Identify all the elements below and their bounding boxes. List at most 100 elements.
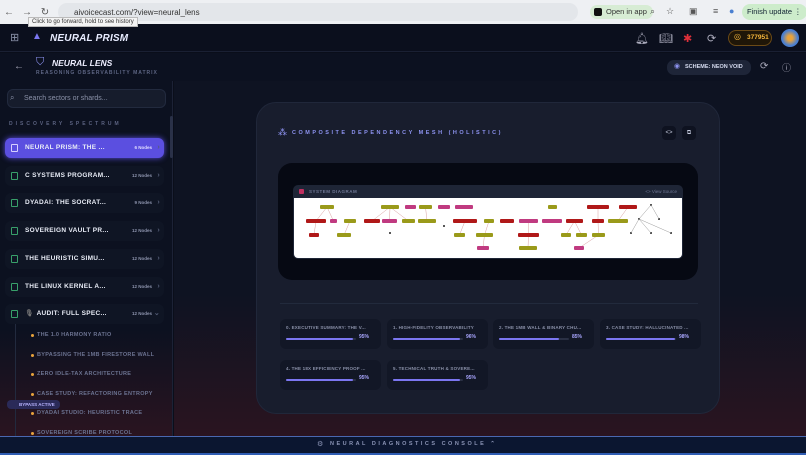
diagram-edge xyxy=(527,234,529,249)
back-arrow-icon[interactable]: ← xyxy=(14,61,24,72)
sidebar-subitem[interactable]: ZERO IDLE-TAX ARCHITECTURE xyxy=(30,371,132,378)
avatar[interactable] xyxy=(781,29,799,47)
diagram-node xyxy=(542,219,562,223)
diagram-edge xyxy=(638,218,652,234)
diagram-title: SYSTEM DIAGRAM xyxy=(293,185,683,198)
grid-menu-icon[interactable]: ⊞ xyxy=(10,32,20,44)
diagram-node xyxy=(519,219,538,223)
diagram-node xyxy=(561,233,571,237)
shard-percent: 98% xyxy=(678,334,689,340)
diagram-node xyxy=(306,219,326,223)
sidebar-item-label: AUDIT: FULL SPEC... xyxy=(36,310,107,318)
diagram-edge xyxy=(389,206,409,222)
code-button[interactable]: <> xyxy=(662,126,676,140)
shard-card[interactable]: 2. THE 1MB WALL & BINARY CHU... 85% xyxy=(493,319,594,349)
node-count: 6 Nodes xyxy=(134,145,152,150)
shard-card[interactable]: 3. CASE STUDY: HALLUCINATED ... 98% xyxy=(600,319,701,349)
diagram-node xyxy=(484,219,494,223)
sidebar-item[interactable]: THE LINUX KERNEL A...12 Nodes› xyxy=(5,276,164,297)
diagram-edge xyxy=(565,220,575,236)
reload-icon[interactable]: ↻ xyxy=(40,6,50,18)
profile-icon[interactable]: ● xyxy=(729,6,735,16)
diagram-edge xyxy=(574,220,582,236)
diagram-edge xyxy=(459,220,466,236)
sidebar-item[interactable]: NEURAL PRISM: THE ... 6 Nodes › xyxy=(5,138,164,158)
sidebar-item[interactable]: 🎙︎AUDIT: FULL SPEC...12 Nodes⌄ xyxy=(5,304,164,325)
progress-fill xyxy=(606,338,675,340)
forward-icon[interactable]: → xyxy=(22,6,32,18)
bell-icon[interactable]: 🔔︎ xyxy=(635,33,649,45)
shard-title: 1. HIGH-FIDELITY OBSERVABILITY xyxy=(393,325,475,330)
book-icon[interactable]: 📖︎ xyxy=(659,33,673,45)
refresh-icon[interactable]: ⟳ xyxy=(760,61,769,72)
extensions-icon[interactable]: ≡ xyxy=(713,6,719,16)
diagram-node xyxy=(587,205,609,209)
shard-card[interactable]: 5. TECHNICAL TRUTH & SOVERE... 95% xyxy=(387,360,488,390)
sidebar-subitem[interactable]: DYADAI STUDIO: HEURISTIC TRACE xyxy=(30,410,143,417)
shard-percent: 95% xyxy=(358,334,369,340)
diagram-node xyxy=(518,233,539,237)
coin-balance[interactable]: 377951 xyxy=(728,30,772,46)
tooltip: Click to go forward, hold to see history xyxy=(28,17,138,27)
console-label: NEURAL DIAGNOSTICS CONSOLE ⌃ xyxy=(330,441,498,447)
app-name: NEURAL PRISM xyxy=(50,33,129,44)
sidebar-item-label: THE LINUX KERNEL A... xyxy=(25,282,106,290)
finish-update-button[interactable]: Finish update ⋮ xyxy=(742,4,806,20)
address-bar[interactable]: aivoicecast.com/?view=neural_lens xyxy=(58,3,578,21)
chevron-right-icon: › xyxy=(157,144,160,151)
shard-card[interactable]: 1. HIGH-FIDELITY OBSERVABILITY 96% xyxy=(387,319,488,349)
diagram-point xyxy=(443,225,445,227)
progress-bar xyxy=(286,338,356,340)
zoom-icon[interactable]: ⌕ xyxy=(650,6,656,16)
search-input[interactable]: Search sectors or shards... xyxy=(7,89,166,108)
shard-title: 5. TECHNICAL TRUTH & SOVERE... xyxy=(393,366,475,371)
tree-line xyxy=(15,324,16,436)
chevron-right-icon: › xyxy=(157,282,160,290)
sidebar-subitem[interactable]: THE 1.0 HARMONY RATIO xyxy=(31,332,112,338)
diagram-edge xyxy=(597,220,599,236)
view-source-link[interactable]: <> View Source xyxy=(645,189,677,194)
shard-title: 4. THE 18X EFFICIENCY PROOF ... xyxy=(286,366,366,371)
back-icon[interactable]: ← xyxy=(4,6,14,18)
bug-icon[interactable]: ✱ xyxy=(683,33,693,45)
document-icon xyxy=(11,282,18,291)
sidebar-item-label: NEURAL PRISM: THE ... xyxy=(25,144,105,151)
progress-fill xyxy=(286,338,353,340)
sidebar-item[interactable]: C SYSTEMS PROGRAM...12 Nodes› xyxy=(5,165,164,186)
node-count: 12 Nodes xyxy=(131,311,152,317)
chevron-right-icon: › xyxy=(157,227,160,235)
diagram-edge xyxy=(343,220,351,236)
shard-card[interactable]: 4. THE 18X EFFICIENCY PROOF ... 95% xyxy=(280,360,381,390)
scheme-button[interactable]: SCHEME: NEON VOID xyxy=(667,60,751,75)
open-in-app-button[interactable]: Open in app xyxy=(590,5,653,19)
sidebar-subitem[interactable]: SOVEREIGN SCRIBE PROTOCOL xyxy=(30,430,133,436)
sidebar-scrollbar[interactable] xyxy=(170,116,173,158)
node-count: 12 Nodes xyxy=(131,255,152,261)
shard-card[interactable]: 0. EXECUTIVE SUMMARY: THE V... 95% xyxy=(280,319,381,349)
diagram-edge xyxy=(313,220,317,236)
diagram-node xyxy=(608,219,628,223)
diagnostics-console-bar[interactable] xyxy=(0,436,806,455)
sidebar-item[interactable]: SOVEREIGN VAULT PR...12 Nodes› xyxy=(5,221,164,242)
sync-icon[interactable]: ⟳ xyxy=(707,33,717,45)
network-icon: ⁂ xyxy=(278,127,287,137)
tab-search-icon[interactable]: ▣ xyxy=(689,6,698,16)
diagram-canvas xyxy=(294,198,682,258)
document-icon xyxy=(11,227,18,236)
star-icon[interactable]: ☆ xyxy=(666,6,675,16)
shard-title: 0. EXECUTIVE SUMMARY: THE V... xyxy=(286,325,366,330)
app-header xyxy=(0,24,806,52)
sidebar-subitem[interactable]: BYPASSING THE 1MB FIRESTORE WALL xyxy=(30,351,155,358)
diagram-node xyxy=(519,246,537,250)
copy-button[interactable]: ⧉ xyxy=(682,126,696,140)
document-icon xyxy=(11,171,18,180)
diagram-node xyxy=(381,205,399,209)
sidebar-subitem[interactable]: CASE STUDY: REFACTORING ENTROPY xyxy=(31,390,153,397)
document-icon xyxy=(11,254,18,263)
info-icon[interactable]: ⓘ xyxy=(782,63,792,73)
sidebar-item[interactable]: DYADAI: THE SOCRAT...9 Nodes› xyxy=(5,193,164,214)
diagram-node xyxy=(454,233,465,237)
progress-bar xyxy=(499,338,569,340)
progress-fill xyxy=(286,379,353,381)
sidebar-item[interactable]: THE HEURISTIC SIMU...12 Nodes› xyxy=(5,248,164,269)
